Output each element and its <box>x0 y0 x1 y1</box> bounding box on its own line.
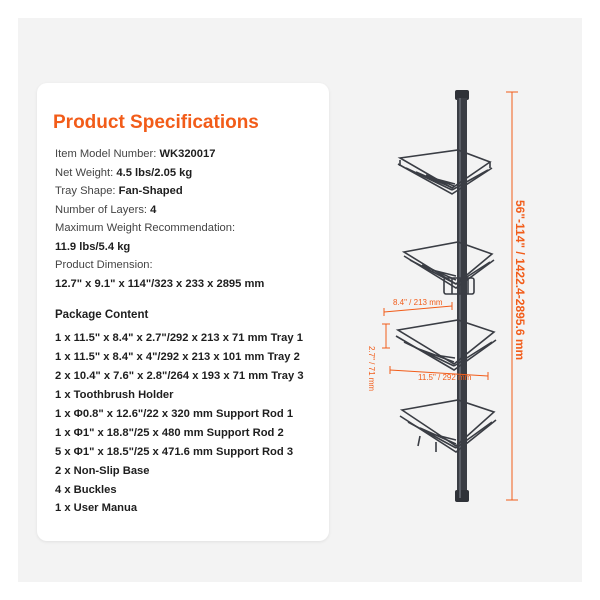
tray-1 <box>397 149 493 195</box>
tray-width-label: 11.5" / 292 mm <box>418 373 472 382</box>
tray-3 <box>395 319 497 371</box>
package-content-heading: Package Content <box>55 309 149 321</box>
spec-dimension-value: 12.7" x 9.1" x 114"/323 x 233 x 2895 mm <box>55 278 265 290</box>
package-item: 1 x Φ1" x 18.8"/25 x 480 mm Support Rod … <box>55 426 284 439</box>
package-item: 1 x 11.5" x 8.4" x 4"/292 x 213 x 101 mm… <box>55 350 300 363</box>
tray-width-dimension-line <box>389 366 489 380</box>
tray-depth-label: 8.4" / 213 mm <box>393 298 443 307</box>
tray-2 <box>401 241 495 295</box>
spec-max-weight-value: 11.9 lbs/5.4 kg <box>55 241 131 253</box>
tray-depth-dimension-line <box>383 302 453 316</box>
spec-model: Item Model Number: WK320017 <box>55 148 216 160</box>
product-illustration <box>382 90 518 502</box>
package-item: 1 x Φ0.8" x 12.6"/22 x 320 mm Support Ro… <box>55 407 294 420</box>
package-item: 4 x Buckles <box>55 483 117 496</box>
page-title: Product Specifications <box>53 112 259 133</box>
height-dimension-label: 56"-114" / 1422.4-2895.6 mm <box>513 200 527 361</box>
tray-4 <box>399 399 497 453</box>
pole <box>455 90 469 502</box>
height-dimension-line <box>506 91 518 501</box>
spec-tray-shape: Tray Shape: Fan-Shaped <box>55 185 183 197</box>
package-item: 2 x 10.4" x 7.6" x 2.8"/264 x 193 x 71 m… <box>55 369 304 382</box>
package-item: 2 x Non-Slip Base <box>55 464 150 477</box>
spec-max-weight-label: Maximum Weight Recommendation: <box>55 222 236 234</box>
spec-layers: Number of Layers: 4 <box>55 204 157 216</box>
spec-dimension-label: Product Dimension: <box>55 259 153 271</box>
package-item: 5 x Φ1" x 18.5"/25 x 471.6 mm Support Ro… <box>55 445 294 458</box>
package-item: 1 x 11.5" x 8.4" x 2.7"/292 x 213 x 71 m… <box>55 332 303 344</box>
spec-net-weight: Net Weight: 4.5 lbs/2.05 kg <box>55 167 193 179</box>
specifications-card <box>37 83 329 541</box>
package-item: 1 x Toothbrush Holder <box>55 388 174 401</box>
package-content-list: 1 x 11.5" x 8.4" x 2.7"/292 x 213 x 71 m… <box>55 331 304 520</box>
tray-height-dimension-line <box>382 323 390 349</box>
tray-height-label: 2.7" / 71 mm <box>367 346 376 392</box>
package-item: 1 x User Manua <box>55 502 138 515</box>
